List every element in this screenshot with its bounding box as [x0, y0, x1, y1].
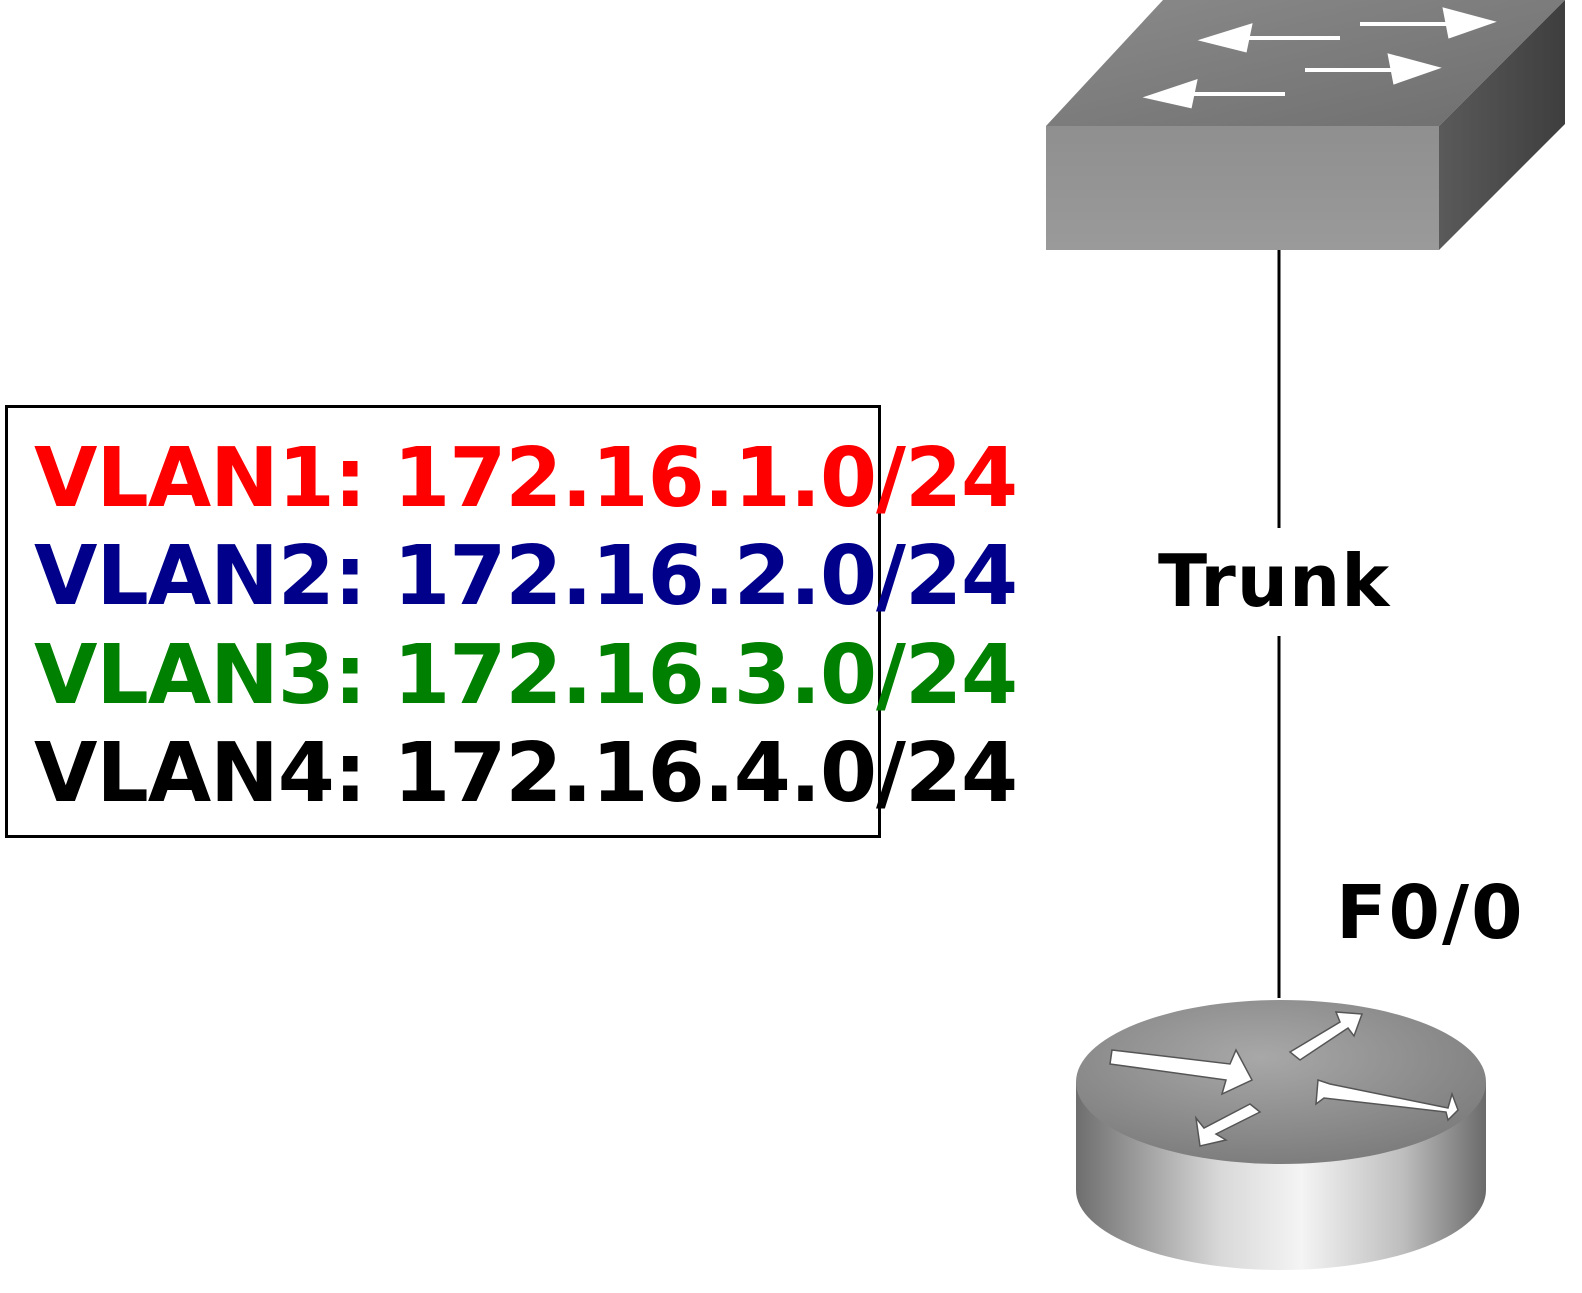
switch-icon [1046, 0, 1565, 250]
vlan2-label: VLAN2: 172.16.2.0/24 [34, 529, 1018, 624]
router-port-label: F0/0 [1336, 870, 1525, 956]
vlan1-label: VLAN1: 172.16.1.0/24 [34, 431, 1018, 526]
vlan-legend: VLAN1: 172.16.1.0/24 VLAN2: 172.16.2.0/2… [5, 405, 1018, 838]
vlan4-label: VLAN4: 172.16.4.0/24 [34, 726, 1018, 821]
router-icon [1076, 1000, 1486, 1270]
vlan3-label: VLAN3: 172.16.3.0/24 [34, 628, 1018, 723]
trunk-label: Trunk [1158, 539, 1391, 623]
